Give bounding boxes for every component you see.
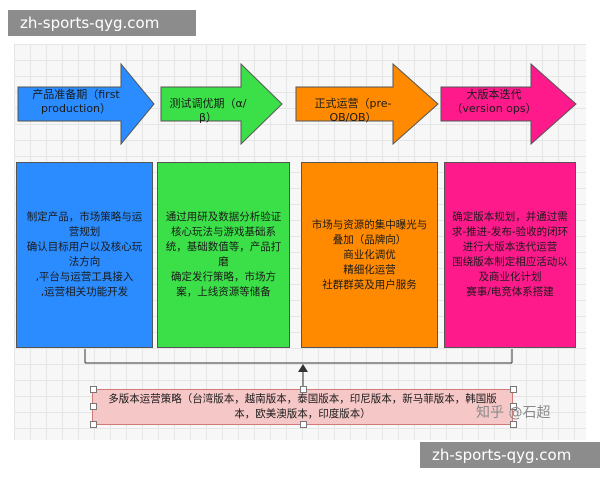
phase-3-label: 正式运营（pre-OB/OB） <box>314 97 392 124</box>
phase-1-box: 制定产品，市场策略与运营规划 确认目标用户以及核心玩法方向 ,平台与运营工具接入… <box>16 162 153 348</box>
watermark-top: zh-sports-qyg.com <box>8 10 196 36</box>
watermark-bottom: zh-sports-qyg.com <box>420 442 600 468</box>
selection-handle <box>90 403 97 410</box>
multi-version-strategy-box: 多版本运营策略（台湾版本，越南版本，泰国版本，印尼版本，新马菲版本，韩国版本，欧… <box>92 389 513 425</box>
selection-handle <box>300 421 307 428</box>
phase-4-box: 确定版本规划，并通过需求-推进-发布-验收的闭环进行大版本迭代运营 围绕版本制定… <box>444 162 576 348</box>
phase-1-label: 产品准备期（first production） <box>32 88 120 115</box>
selection-handle <box>300 386 307 393</box>
phase-2-label: 测试调优期（α/β） <box>169 97 247 124</box>
phase-1-box-text: 制定产品，市场策略与运营规划 确认目标用户以及核心玩法方向 ,平台与运营工具接入… <box>26 211 143 298</box>
phase-2-box-text: 通过用研及数据分析验证核心玩法与游戏基础系统，基础数值等，产品打磨 确定发行策略… <box>165 211 282 298</box>
selection-handle <box>510 403 517 410</box>
selection-handle <box>90 386 97 393</box>
phase-3-box-text: 市场与资源的集中曝光与叠加（品牌向） 商业化调优 精细化运营 社群群英及用户服务 <box>311 218 428 291</box>
selection-handle <box>90 421 97 428</box>
phase-3-box: 市场与资源的集中曝光与叠加（品牌向） 商业化调优 精细化运营 社群群英及用户服务 <box>301 162 438 348</box>
phase-4-box-text: 确定版本规划，并通过需求-推进-发布-验收的闭环进行大版本迭代运营 围绕版本制定… <box>451 211 569 298</box>
phase-2-box: 通过用研及数据分析验证核心玩法与游戏基础系统，基础数值等，产品打磨 确定发行策略… <box>157 162 290 348</box>
phase-arrow-1 <box>17 62 155 146</box>
phase-arrow-3 <box>295 62 439 146</box>
selection-handle <box>510 421 517 428</box>
author-credit: 知乎 @石超 <box>476 405 551 421</box>
phase-4-label: 大版本迭代（version ops） <box>451 88 537 115</box>
connector-arrowhead <box>298 364 308 372</box>
selection-handle <box>510 386 517 393</box>
phase-arrow-4 <box>440 62 577 146</box>
phase-arrow-2 <box>160 62 283 146</box>
multi-version-strategy-text: 多版本运营策略（台湾版本，越南版本，泰国版本，印尼版本，新马菲版本，韩国版本，欧… <box>108 393 497 420</box>
